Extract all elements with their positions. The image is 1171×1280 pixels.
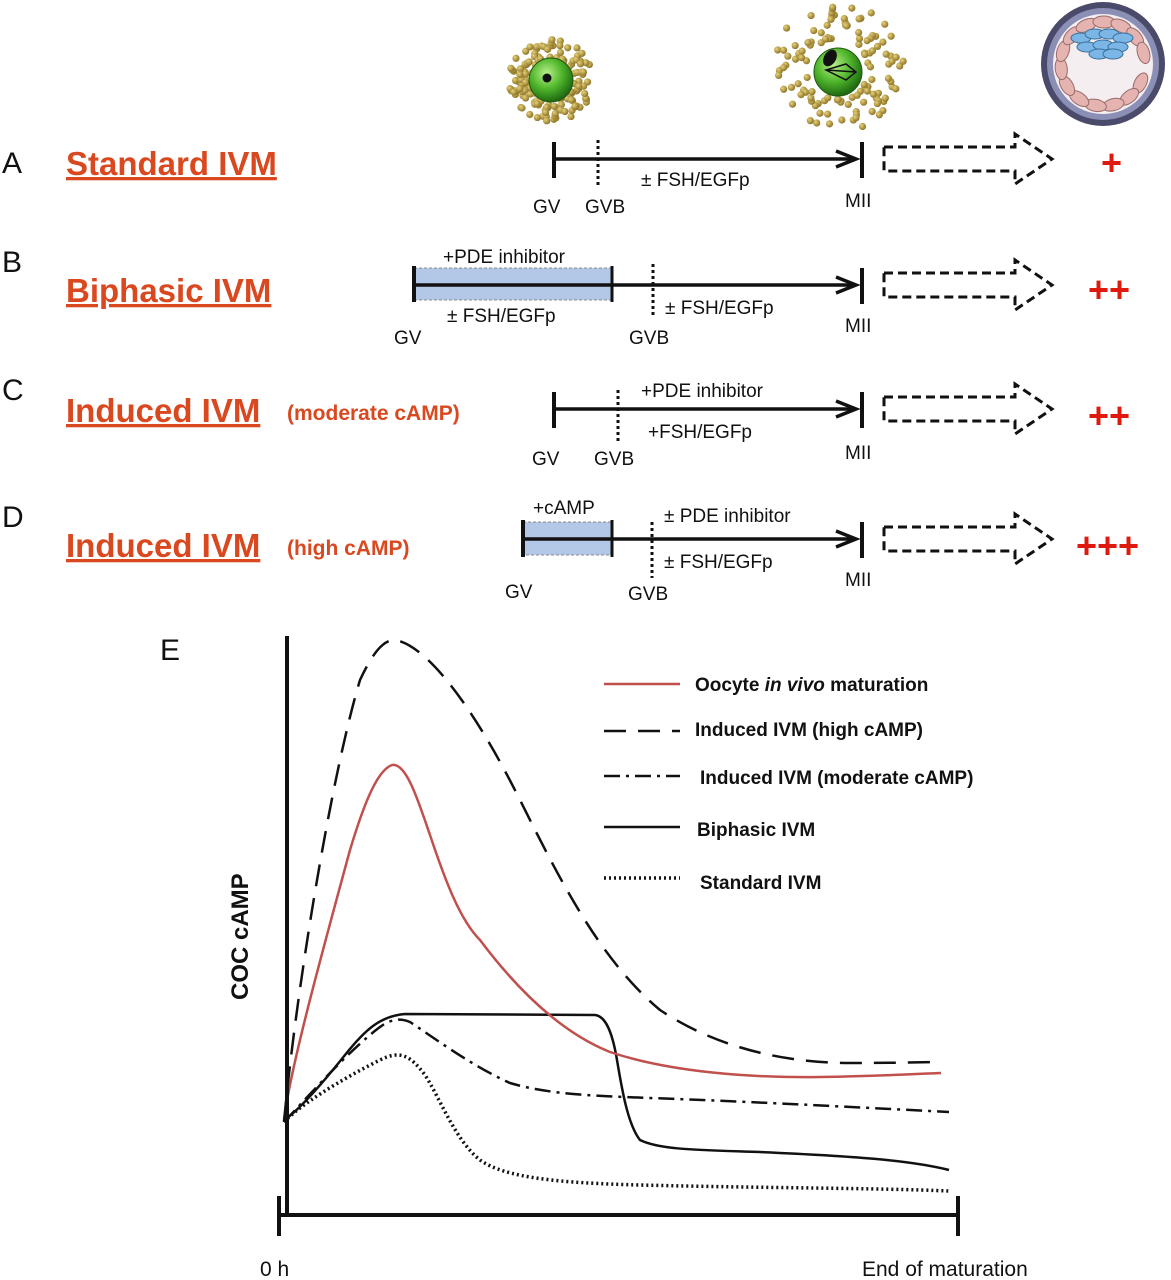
curve-in-vivo <box>282 763 942 1121</box>
panel-subtitle: (high cAMP) <box>287 537 409 560</box>
mii-label: MII <box>845 191 871 212</box>
svg-text:Biphasic IVM: Biphasic IVM <box>697 820 815 841</box>
panel-letter: B <box>2 246 22 279</box>
panel-title: Standard IVM <box>66 145 277 182</box>
treatment-below-label: +FSH/EGFp <box>648 422 752 443</box>
development-arrow <box>882 131 1055 187</box>
outcome-score: + <box>1101 142 1122 183</box>
mature-coc-icon <box>774 3 907 131</box>
mii-label: MII <box>845 316 871 337</box>
svg-text:Induced IVM (high cAMP): Induced IVM (high cAMP) <box>695 720 923 741</box>
gvb-label: GVB <box>585 197 625 218</box>
legend-entry-high-camp: Induced IVM (high cAMP) <box>604 720 923 741</box>
svg-text:Standard IVM: Standard IVM <box>700 873 821 894</box>
mii-label: MII <box>845 570 871 591</box>
treatment-label: ± FSH/EGFp <box>641 170 750 191</box>
treatment-label: ± FSH/EGFp <box>665 298 774 319</box>
curve-standard-ivm <box>282 1053 950 1193</box>
outcome-score: ++ <box>1088 395 1130 436</box>
panel-a: A Standard IVM ± FSH/EGFp GV GVB MII + <box>2 131 1122 218</box>
gv-label: GV <box>533 197 561 218</box>
development-arrow <box>882 257 1055 313</box>
immature-coc-icon <box>506 36 593 125</box>
svg-text:Oocyte in vivo maturation: Oocyte in vivo maturation <box>695 675 928 696</box>
development-arrow <box>882 511 1055 567</box>
panel-letter: C <box>2 374 24 407</box>
panel-subtitle: (moderate cAMP) <box>287 402 460 425</box>
panel-b: B Biphasic IVM +PDE inhibitor ± FSH/EGFp… <box>2 246 1130 349</box>
gv-label: GV <box>505 582 533 603</box>
gv-label: GV <box>394 328 422 349</box>
outcome-score: ++ <box>1088 269 1130 310</box>
gv-label: GV <box>532 449 560 470</box>
development-arrow <box>882 381 1055 437</box>
x-start-label: 0 h <box>260 1258 289 1280</box>
curve-high-camp <box>282 638 942 1123</box>
box-top-label: +PDE inhibitor <box>443 247 566 268</box>
legend: Oocyte in vivo maturation Induced IVM (h… <box>604 675 973 894</box>
legend-entry-biphasic: Biphasic IVM <box>604 820 815 841</box>
box-bottom-label: ± FSH/EGFp <box>447 306 556 327</box>
gvb-label: GVB <box>629 328 669 349</box>
svg-text:Induced IVM (moderate cAMP): Induced IVM (moderate cAMP) <box>700 768 973 789</box>
panel-title: Biphasic IVM <box>66 272 271 309</box>
panel-letter: E <box>160 634 180 667</box>
legend-entry-standard: Standard IVM <box>604 873 821 894</box>
panel-letter: A <box>2 147 22 180</box>
y-axis-label: COC cAMP <box>227 873 254 1000</box>
panel-title: Induced IVM <box>66 392 260 429</box>
x-end-label: End of maturation <box>862 1258 1028 1280</box>
mii-label: MII <box>845 443 871 464</box>
panel-c: C Induced IVM (moderate cAMP) +PDE inhib… <box>2 374 1130 470</box>
legend-entry-in-vivo: Oocyte in vivo maturation <box>604 675 928 696</box>
plot-curves <box>282 638 950 1193</box>
curve-biphasic-ivm <box>283 1012 950 1172</box>
panel-d: D Induced IVM (high cAMP) +cAMP ± PDE in… <box>2 498 1139 605</box>
panel-e: E COC cAMP 0 h End of maturation Oocyte … <box>160 634 1028 1280</box>
gvb-label: GVB <box>594 449 634 470</box>
treatment-above-label: +PDE inhibitor <box>641 381 764 402</box>
gvb-label: GVB <box>628 584 668 605</box>
box-top-label: +cAMP <box>533 498 595 519</box>
curve-moderate-camp <box>283 1018 950 1123</box>
blastocyst-icon <box>1041 2 1165 126</box>
outcome-score: +++ <box>1076 525 1139 566</box>
legend-entry-moderate-camp: Induced IVM (moderate cAMP) <box>604 768 973 789</box>
treatment-above-label: ± PDE inhibitor <box>664 506 791 527</box>
panel-letter: D <box>2 501 24 534</box>
panel-title: Induced IVM <box>66 527 260 564</box>
treatment-below-label: ± FSH/EGFp <box>664 552 773 573</box>
